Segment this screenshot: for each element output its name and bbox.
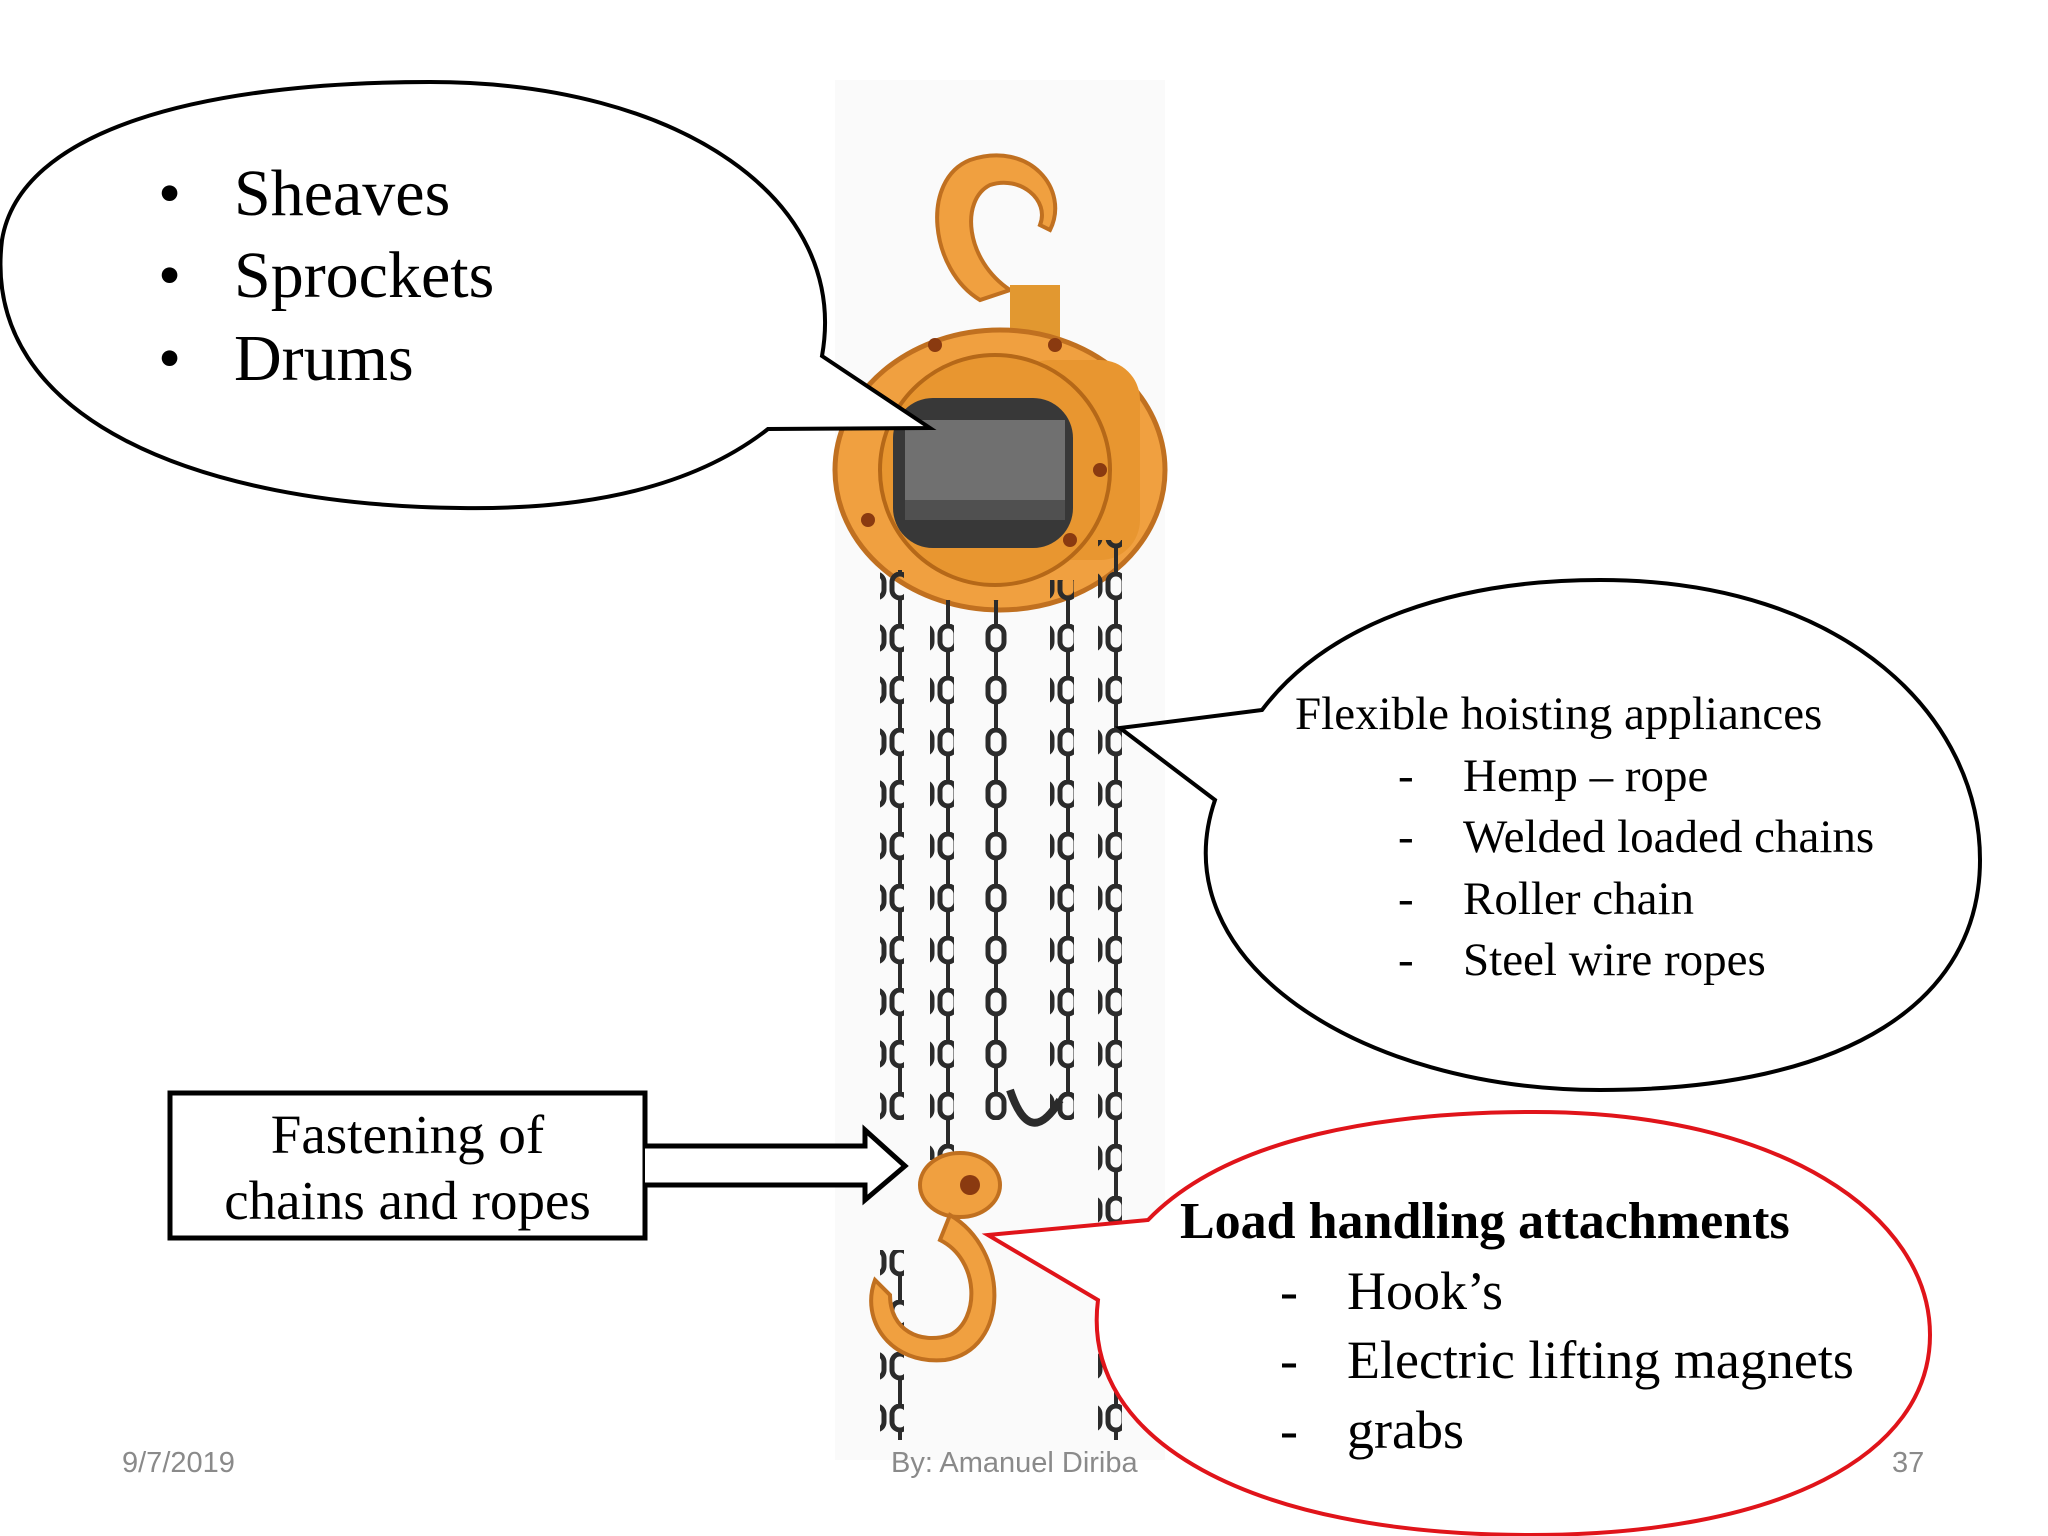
footer-author: By: Amanuel Diriba [891, 1447, 1138, 1479]
callout-flexible-shape [1114, 577, 1983, 1093]
sheaves-item: Sheaves [234, 157, 451, 230]
flexible-title: Flexible hoisting appliances [1295, 688, 1823, 740]
dash-icon: - [1280, 1330, 1298, 1390]
flexible-item: Welded loaded chains [1463, 811, 1875, 863]
flexible-item: Steel wire ropes [1463, 934, 1766, 986]
dash-icon: - [1398, 873, 1414, 925]
load-item: Electric lifting magnets [1347, 1330, 1854, 1390]
bullet-icon: • [158, 239, 182, 312]
load-item: Hook’s [1347, 1261, 1504, 1321]
callout-load-shape [981, 1109, 1933, 1536]
load-item: grabs [1347, 1400, 1464, 1460]
footer-page-number: 37 [1892, 1447, 1925, 1479]
flexible-item: Hemp – rope [1463, 750, 1709, 802]
dash-icon: - [1398, 750, 1414, 802]
dash-icon: - [1280, 1261, 1298, 1321]
fastening-label: Fastening of chains and ropes [170, 1102, 645, 1234]
dash-icon: - [1398, 811, 1414, 863]
sprockets-item: Sprockets [234, 239, 495, 312]
fastening-arrow-icon [645, 1124, 909, 1206]
dash-icon: - [1280, 1400, 1298, 1460]
fastening-line-2: chains and ropes [224, 1170, 591, 1231]
bullet-icon: • [158, 157, 182, 230]
top-hook-icon [935, 153, 1058, 303]
flexible-item: Roller chain [1463, 873, 1695, 925]
hoist-body-icon [832, 327, 1168, 613]
bullet-icon: • [158, 322, 182, 395]
drums-item: Drums [234, 322, 414, 395]
dash-icon: - [1398, 934, 1414, 986]
callout-sheaves-shape [0, 79, 937, 511]
fastening-box [167, 1090, 648, 1241]
load-title: Load handling attachments [1180, 1193, 1790, 1250]
bottom-hook-icon [869, 1151, 1002, 1363]
footer-date: 9/7/2019 [122, 1447, 235, 1479]
fastening-line-1: Fastening of [270, 1104, 545, 1165]
chains-icon [880, 540, 1122, 1440]
